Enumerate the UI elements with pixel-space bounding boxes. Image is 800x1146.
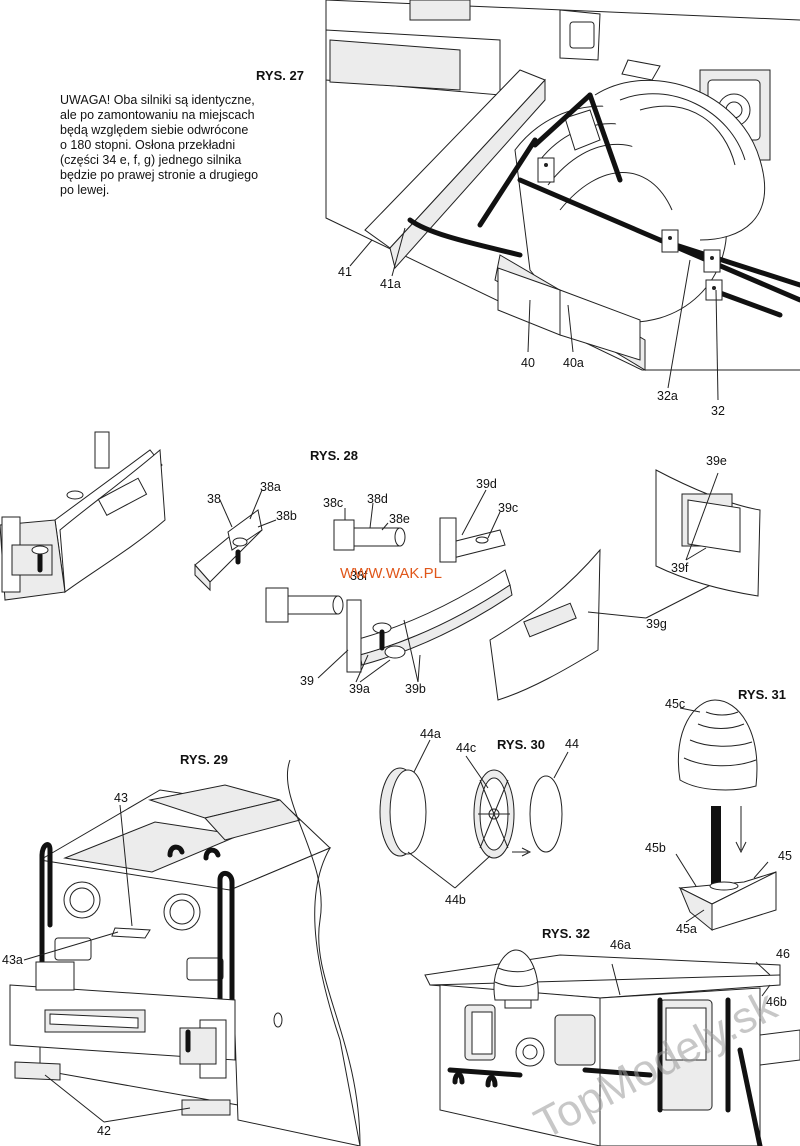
part-label-45: 45 bbox=[778, 849, 792, 863]
note-line: ale po zamontowaniu na miejscach bbox=[60, 108, 255, 122]
note-line: będą względem siebie odwrócone bbox=[60, 123, 249, 137]
figure-rys27: RYS. 27 bbox=[256, 0, 800, 418]
figure-rys32: RYS. 32 bbox=[424, 926, 800, 1146]
part-label-39: 39 bbox=[300, 674, 314, 688]
part-label-38f: 38f bbox=[350, 569, 368, 583]
part-label-39f: 39f bbox=[671, 561, 689, 575]
part-label-38e: 38e bbox=[389, 512, 410, 526]
part-label-45c: 45c bbox=[665, 697, 685, 711]
rys32-drawing bbox=[424, 949, 800, 1146]
part-label-44b: 44b bbox=[445, 893, 466, 907]
note-line: UWAGA! Oba silniki są identyczne, bbox=[60, 93, 255, 107]
figure-rys30: RYS. 30 44a 44c 44 44b bbox=[379, 727, 579, 907]
rys30-drawing bbox=[379, 739, 569, 889]
part-label-41a: 41a bbox=[380, 277, 401, 291]
part-label-32: 32 bbox=[711, 404, 725, 418]
rys29-drawing bbox=[9, 759, 361, 1146]
part-label-40a: 40a bbox=[563, 356, 584, 370]
note-line: po lewej. bbox=[60, 183, 110, 197]
rys28-part-39g bbox=[489, 548, 741, 701]
figure-title-rys27: RYS. 27 bbox=[256, 68, 304, 83]
part-label-45b: 45b bbox=[645, 841, 666, 855]
part-label-39b: 39b bbox=[405, 682, 426, 696]
part-label-39c: 39c bbox=[498, 501, 518, 515]
part-label-43a: 43a bbox=[2, 953, 23, 967]
part-label-39g: 39g bbox=[646, 617, 667, 631]
part-label-38a: 38a bbox=[260, 480, 281, 494]
note-line: będzie po prawej stronie a drugiego bbox=[60, 168, 259, 182]
figure-title-rys31: RYS. 31 bbox=[738, 687, 786, 702]
part-label-46: 46 bbox=[776, 947, 790, 961]
rys31-drawing bbox=[675, 699, 777, 932]
rys28-part-39 bbox=[317, 489, 513, 683]
watermark-wak: WWW.WAK.PL bbox=[340, 565, 442, 582]
part-label-38b: 38b bbox=[276, 509, 297, 523]
rys28-pin-38c bbox=[333, 502, 406, 551]
part-label-38c: 38c bbox=[323, 496, 343, 510]
figure-title-rys30: RYS. 30 bbox=[497, 737, 545, 752]
figure-title-rys29: RYS. 29 bbox=[180, 752, 228, 767]
part-label-43: 43 bbox=[114, 791, 128, 805]
part-label-44: 44 bbox=[565, 737, 579, 751]
note-line: o 180 stopni. Osłona przekładni bbox=[60, 138, 236, 152]
rys27-drawing bbox=[325, 0, 800, 401]
part-label-32a: 32a bbox=[657, 389, 678, 403]
figure-rys31: RYS. 31 45c 45b 45 45a bbox=[645, 687, 792, 936]
rys28-part-39e bbox=[655, 469, 761, 597]
part-label-44c: 44c bbox=[456, 741, 476, 755]
figure-title-rys28: RYS. 28 bbox=[310, 448, 358, 463]
assembly-note: UWAGA! Oba silniki są identyczne, ale po… bbox=[60, 93, 292, 198]
part-label-42: 42 bbox=[97, 1124, 111, 1138]
figure-title-rys32: RYS. 32 bbox=[542, 926, 590, 941]
part-label-38d: 38d bbox=[367, 492, 388, 506]
rys28-pin-39 bbox=[265, 587, 344, 623]
part-label-46b: 46b bbox=[766, 995, 787, 1009]
part-label-45a: 45a bbox=[676, 922, 697, 936]
figure-rys28: RYS. 28 bbox=[0, 431, 761, 701]
part-label-46a: 46a bbox=[610, 938, 631, 952]
part-label-38: 38 bbox=[207, 492, 221, 506]
note-line: (części 34 e, f, g) jednego silnika bbox=[60, 153, 242, 167]
part-label-39e: 39e bbox=[706, 454, 727, 468]
figure-rys29: RYS. 29 bbox=[2, 752, 361, 1146]
rys28-assembled-guard bbox=[0, 431, 166, 601]
part-label-41: 41 bbox=[338, 265, 352, 279]
part-label-40: 40 bbox=[521, 356, 535, 370]
part-label-44a: 44a bbox=[420, 727, 441, 741]
part-label-39d: 39d bbox=[476, 477, 497, 491]
rys28-part-38 bbox=[194, 489, 277, 592]
part-label-39a: 39a bbox=[349, 682, 370, 696]
